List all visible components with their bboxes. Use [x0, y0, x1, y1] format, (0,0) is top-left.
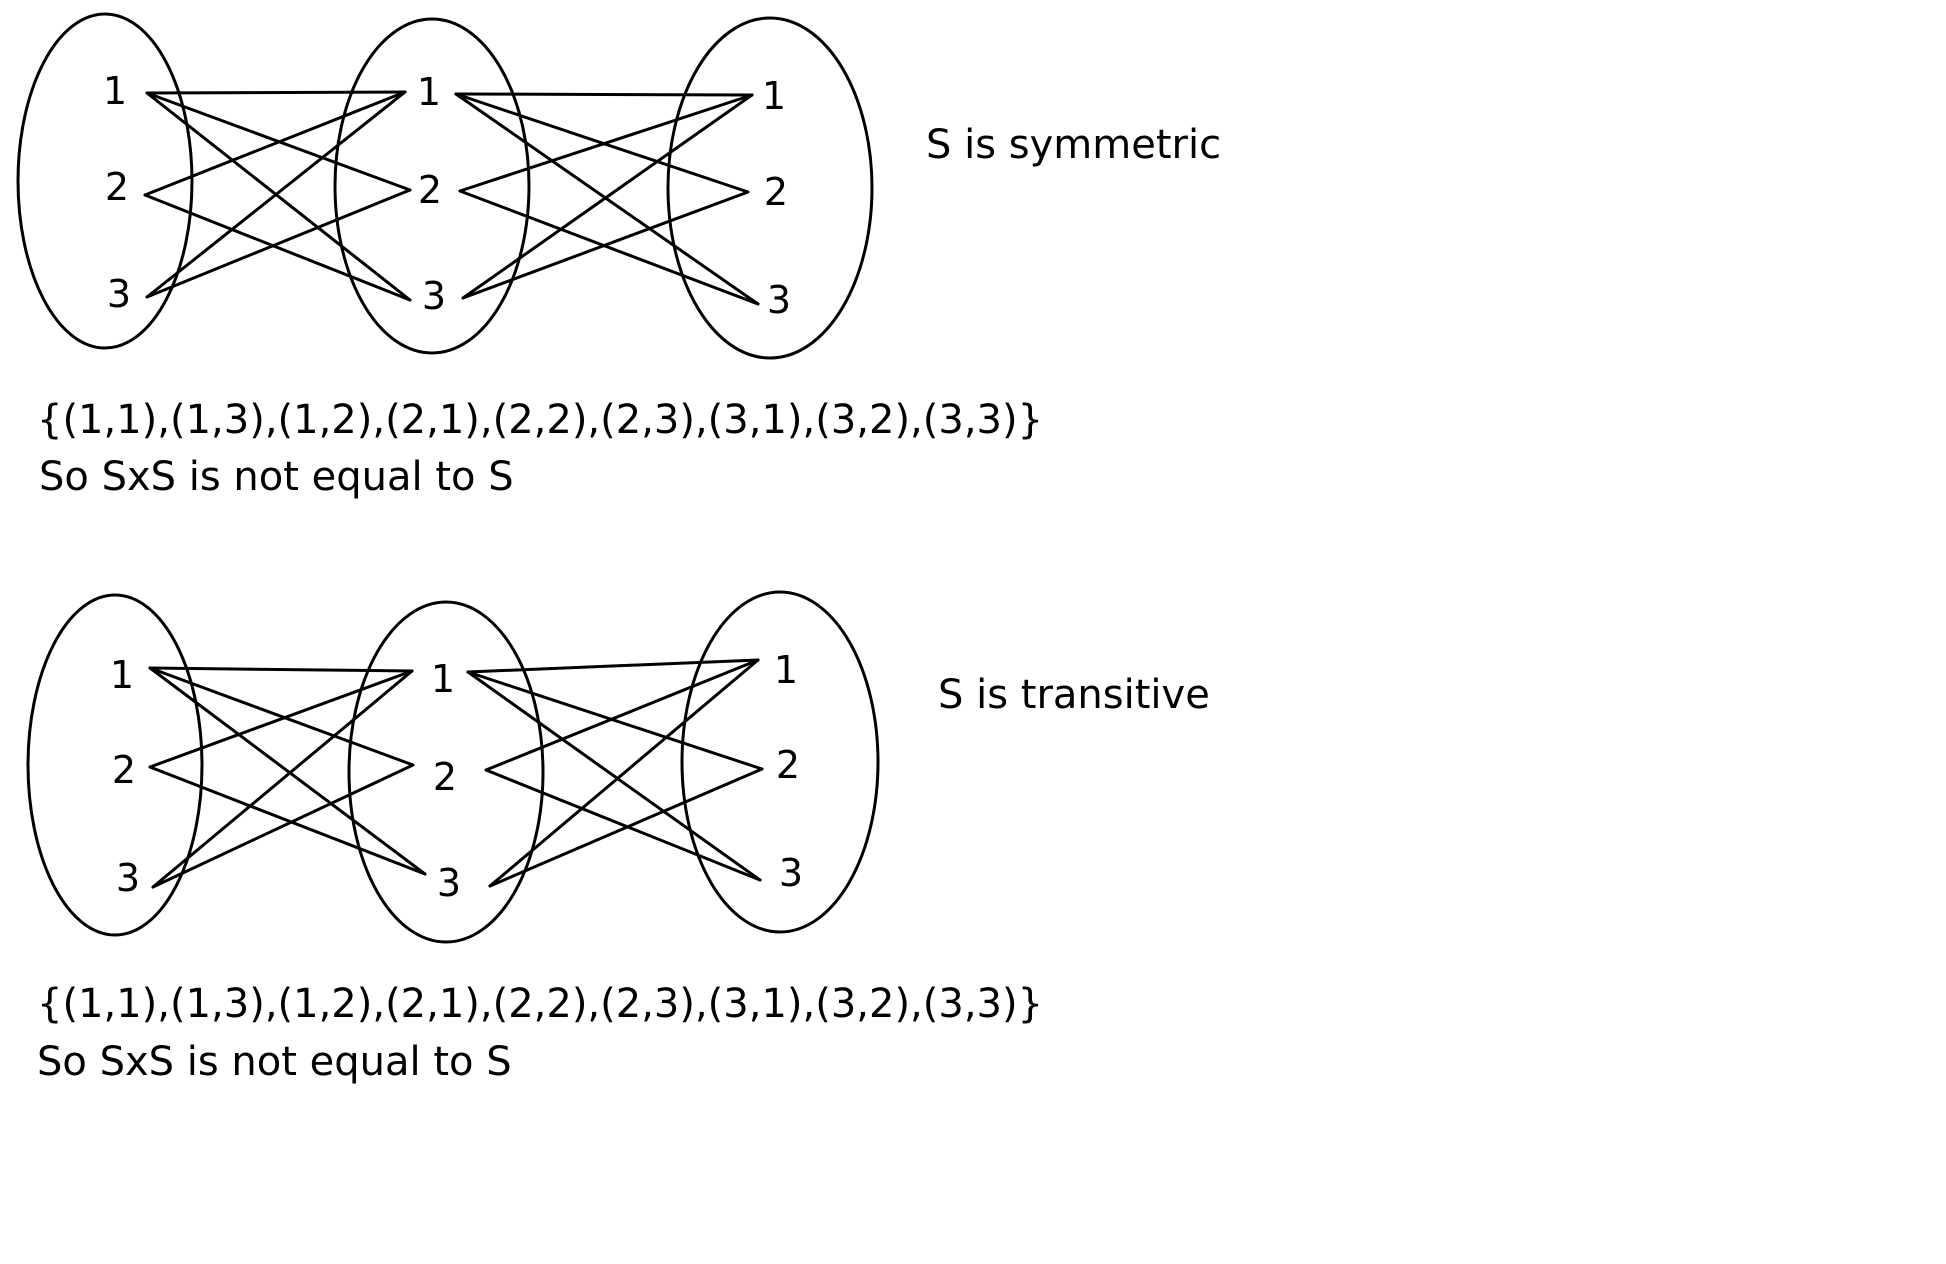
node-label-left-1: 1	[110, 653, 134, 697]
edge-middle-2-to-right-1	[458, 93, 754, 193]
node-label-right-1: 1	[762, 74, 786, 118]
edge-left-2-to-middle-1	[148, 669, 414, 769]
node-label-right-3: 3	[767, 278, 791, 322]
edge-middle-3-to-right-2	[461, 190, 750, 300]
edge-middle-2-to-right-1	[484, 658, 760, 772]
conclusion-text: So SxS is not equal to S	[37, 1039, 512, 1085]
node-label-left-1: 1	[103, 69, 127, 113]
node-label-right-3: 3	[779, 851, 803, 895]
diagram-caption: S is symmetric	[926, 122, 1221, 168]
node-label-left-3: 3	[116, 856, 140, 900]
set-ellipse-left	[26, 593, 204, 937]
diagram-caption: S is transitive	[938, 672, 1210, 718]
node-label-left-2: 2	[112, 748, 136, 792]
node-label-right-2: 2	[764, 170, 788, 214]
node-label-left-3: 3	[107, 272, 131, 316]
edge-middle-1-to-right-3	[466, 670, 762, 882]
edges	[148, 658, 764, 889]
node-label-left-2: 2	[105, 165, 129, 209]
node-label-middle-3: 3	[422, 274, 446, 318]
edge-middle-3-to-right-1	[461, 93, 754, 300]
edge-left-2-to-middle-3	[143, 193, 412, 302]
edge-left-3-to-middle-1	[151, 669, 414, 889]
edge-left-1-to-middle-1	[148, 666, 414, 673]
relation-set-text: {(1,1),(1,3),(1,2),(2,1),(2,2),(2,3),(3,…	[37, 981, 1043, 1027]
edge-left-3-to-middle-1	[145, 90, 407, 299]
edge-left-3-to-middle-2	[145, 188, 412, 299]
edge-middle-2-to-right-3	[458, 189, 760, 306]
edge-middle-1-to-right-1	[454, 92, 754, 97]
edges	[143, 90, 760, 306]
edge-left-2-to-middle-1	[143, 90, 407, 197]
relation-set-text: {(1,1),(1,3),(1,2),(2,1),(2,2),(2,3),(3,…	[37, 397, 1043, 443]
node-label-middle-2: 2	[433, 755, 457, 799]
edge-left-1-to-middle-1	[145, 90, 407, 95]
set-ellipse-right	[680, 590, 880, 934]
edge-left-1-to-middle-3	[148, 666, 427, 876]
edge-middle-1-to-right-1	[466, 658, 760, 674]
symmetric-diagram: 1 2 3 1 2 3 1 2 3 S is symmetric {(1,1),…	[16, 12, 1221, 500]
edge-middle-3-to-right-1	[488, 658, 760, 888]
edge-middle-1-to-right-3	[454, 92, 760, 306]
conclusion-text: So SxS is not equal to S	[39, 454, 514, 500]
transitive-diagram: 1 2 3 1 2 3 1 2 3 S is transitive {(1,1)…	[26, 590, 1210, 1085]
node-label-middle-1: 1	[417, 70, 441, 114]
edge-left-1-to-middle-2	[148, 666, 415, 767]
edge-left-3-to-middle-2	[151, 763, 415, 889]
set-ellipse-right	[666, 16, 874, 360]
edge-left-2-to-middle-3	[148, 765, 427, 876]
node-label-middle-3: 3	[437, 861, 461, 905]
node-label-right-1: 1	[774, 648, 798, 692]
set-ellipse-middle	[333, 17, 531, 355]
node-label-right-2: 2	[776, 743, 800, 787]
edge-middle-2-to-right-3	[484, 768, 762, 882]
set-ellipse-left	[16, 12, 194, 350]
node-label-middle-1: 1	[431, 657, 455, 701]
set-ellipse-middle	[347, 600, 545, 944]
edge-left-1-to-middle-3	[145, 91, 412, 302]
edge-middle-3-to-right-2	[488, 767, 764, 888]
edge-middle-1-to-right-2	[466, 670, 764, 771]
node-label-middle-2: 2	[418, 168, 442, 212]
